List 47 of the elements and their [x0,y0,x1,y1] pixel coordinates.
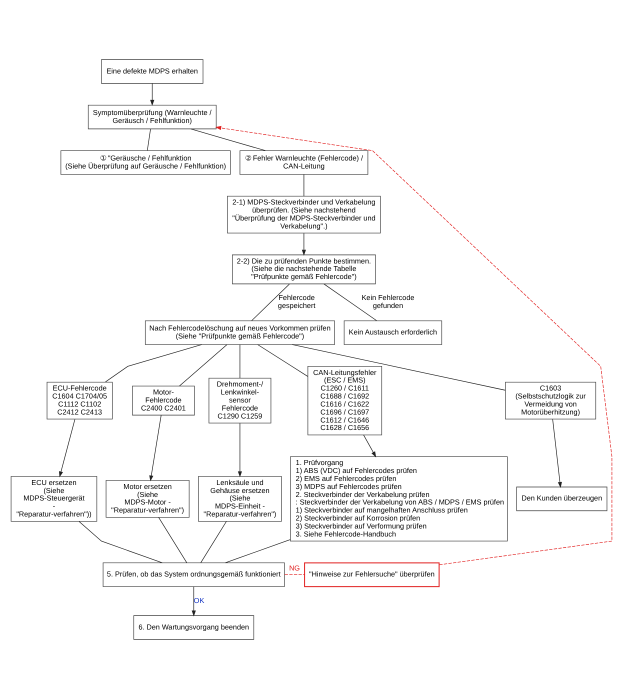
node-box: Den Kunden überzeugen [516,486,608,511]
node-box: ① "Geräusche / Fehlfunktion (Siehe Überprüfung auf Geräusche / Fehlfunktion) [60,150,231,174]
node-box: CAN-Leitungsfehler (ESC / EMS) C1260 / C1611 C1688 / C1692 C1616 / C1622 C1696 / C1697 C1612 / C1646 C1628 / C1656 [308,366,382,435]
arrow [192,586,196,616]
connector [190,128,266,150]
node-box: "Hinweise zur Fehlersuche" überprüfen [304,562,440,587]
connector [179,344,228,386]
connector [105,344,202,382]
arrow [59,418,76,477]
arrow [552,418,562,488]
connector [224,538,291,563]
node-box: Motor ersetzen (Siehe MDPS-Motor - "Reparatur-verfahren") [106,480,190,518]
edge-label: Kein Fehlercode gefunden [362,292,414,310]
connector [251,283,290,321]
connector [324,283,377,320]
arrow [215,125,612,565]
edge-label: NG [289,563,300,572]
connector [158,516,188,563]
edge-label: Fehlercode gespeichert [278,292,316,310]
node-box: Eine defekte MDPS erhalten [101,58,204,84]
arrow [302,232,306,256]
node-box: C1603 (Selbstschutzlogik zur Vermeidung von Motorüberhitzung) [505,381,596,419]
connector [78,520,163,563]
node-box: 1. Prüfvorgang 1) ABS (VDC) auf Fehlercodes prüfen 2) EMS auf Fehlercodes prüfen 3) MDPS auf Fehlercodes prüfen 2. Steckverbinder der Verkabelung prüfen : Steckverbinder der Verkabelung von ABS / MDPS / EMS prüfen 1) Steckverbinder auf mangelhaften Anschluss prüfen 2) Steckverbinder auf Korrosion prüfen 3) Steckverbinder auf Verformung prüfen 3. Siehe Fehlercode-Handbuch [290,456,508,541]
node-box: Lenksäule und Gehäuse ersetzen (Siehe MDPS-Einheit - "Reparatur-verfahren") [198,476,282,522]
node-box: 6. Den Wartungsvorgang beenden [133,614,254,640]
edge-label: OK [194,595,204,604]
node-box: Kein Austausch erforderlich [344,320,442,344]
node-box: 2-1) MDPS-Steckverbinder und Verkabelung überprüfen. (Siehe nachstehend "Überprüfung der MDPS-Steckverbinder und Verkabelung".) [227,195,381,233]
node-box: 5. Prüfen, ob das System ordnungsgemäß funktioniert [102,562,285,586]
node-box: Motor- Fehlercode C2400 C2401 [132,385,195,415]
node-box: Nach Fehlercodelöschung auf neues Vorkommen prüfen (Siehe "Prüfpunkte gemäß Fehlercode") [144,320,335,344]
node-box: Drehmoment-/ Lenkwinkel- sensor Fehlercode C1290 C1259 [208,377,272,423]
connector [147,128,151,150]
connector [292,344,506,390]
connector [200,520,227,563]
arrow [149,414,162,481]
arrow [150,82,154,106]
node-box: Symptomüberprüfung (Warnleuchte / Geräusch / Fehlfunktion) [88,104,217,129]
connector [284,574,305,575]
node-box: ② Fehler Warnleuchte (Fehlercode) / CAN-Leitung [240,150,368,174]
arrow [363,434,376,457]
connector [257,344,308,376]
node-box: 2-2) Die zu prüfenden Punkte bestimmen. (Siehe die nachstehende Tabelle "Prüfpunkte gemäß Fehlercode") [232,254,376,284]
arrow [238,422,242,477]
node-box: ECU ersetzen (Siehe MDPS-Steuergerät - "Reparatur-verfahren")) [10,476,98,522]
node-box: ECU-Fehlercode C1604 C1704/05 C1112 C1102 C2412 C2413 [46,381,113,419]
